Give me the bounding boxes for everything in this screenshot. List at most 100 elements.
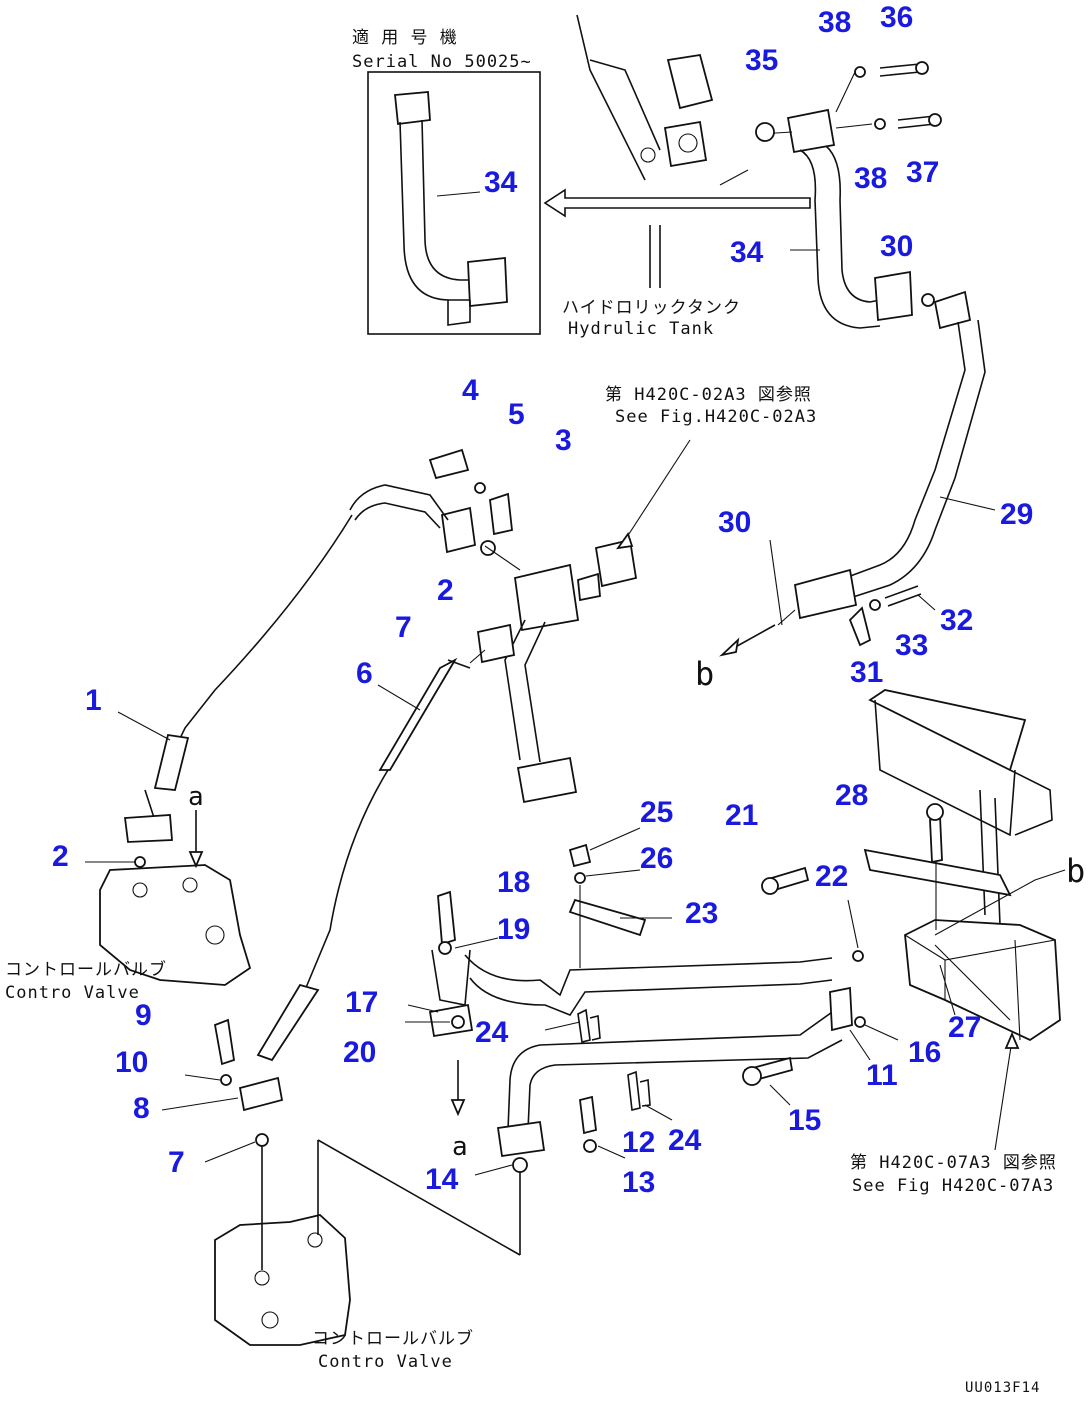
callout-32: 32 xyxy=(940,604,973,637)
clamp-24-lower xyxy=(627,1070,651,1111)
tank-port xyxy=(663,120,708,168)
leader-7-upper xyxy=(469,649,486,664)
block-pipe-inner xyxy=(524,621,546,763)
oring-14 xyxy=(512,1157,528,1173)
bolt-37-head xyxy=(928,113,942,127)
leader-15 xyxy=(769,1084,791,1106)
valve-2-port-a xyxy=(254,1270,270,1286)
arrowhead-ref2 xyxy=(1004,1031,1020,1049)
bolt-18 xyxy=(437,890,456,946)
flange-2-upper xyxy=(441,506,476,554)
block-neck xyxy=(577,572,601,602)
leader-24-lower xyxy=(644,1104,673,1121)
hose-29-fitting xyxy=(793,568,858,620)
bracket-end xyxy=(1009,769,1053,836)
hose-6-body xyxy=(304,769,389,991)
valve1-jp-label: コントロールバルブ xyxy=(5,959,167,980)
callout-37: 37 xyxy=(906,156,939,189)
inset-flange-top xyxy=(394,91,431,126)
bolt-21-head xyxy=(761,877,779,895)
callout-29: 29 xyxy=(1000,498,1033,531)
callout-20: 20 xyxy=(343,1036,376,1069)
flange-top-right xyxy=(786,108,836,154)
pipe-34-main xyxy=(755,61,972,330)
valve-2-body xyxy=(214,1214,351,1346)
tank-line xyxy=(719,169,749,186)
callout-34-inset: 34 xyxy=(484,166,518,199)
bracket-side xyxy=(874,699,1016,837)
flange-17 xyxy=(428,1003,474,1038)
callout-2-lower: 2 xyxy=(52,840,69,873)
center-assembly xyxy=(117,439,691,1112)
nut-25 xyxy=(568,843,592,868)
inset-pipe-inner xyxy=(421,119,470,281)
serial-inset xyxy=(367,71,541,335)
tank-edge-2 xyxy=(589,59,661,151)
washer-10 xyxy=(220,1074,232,1086)
pipe-11-top xyxy=(507,1009,836,1131)
clamp-8 xyxy=(238,1076,284,1112)
leader-32 xyxy=(917,594,936,611)
callout-26: 26 xyxy=(640,842,673,875)
plate-27 xyxy=(863,848,1012,897)
oring-20 xyxy=(451,1015,465,1029)
flange-11-top xyxy=(829,986,853,1032)
leader-30-lower xyxy=(777,609,796,626)
callout-33: 33 xyxy=(895,629,928,662)
callout-16: 16 xyxy=(908,1036,941,1069)
callout-15: 15 xyxy=(788,1104,821,1137)
bolt-9 xyxy=(213,1018,236,1066)
washer-38a xyxy=(854,66,866,78)
ref1-en-label: See Fig.H420C-02A3 xyxy=(615,407,817,427)
callout-14: 14 xyxy=(425,1163,459,1196)
leader-ref1 xyxy=(624,439,691,541)
tank-bolt xyxy=(640,147,656,163)
hose-1-flange xyxy=(123,814,173,843)
valve-1-body xyxy=(99,864,252,986)
hose-1-top xyxy=(349,484,449,521)
leader-30-lower-b xyxy=(769,539,783,626)
ref2-jp-label: 第 H420C-07A3 図参照 xyxy=(850,1153,1057,1173)
callout-30-upper: 30 xyxy=(880,230,913,263)
bolt-4 xyxy=(428,448,470,480)
callout-12: 12 xyxy=(622,1126,655,1159)
valve-1-port-b xyxy=(182,877,198,893)
callout-23: 23 xyxy=(685,897,718,930)
leader-2-upper xyxy=(484,545,521,571)
leader-27 xyxy=(939,964,956,1016)
block-flange-bottom xyxy=(516,756,578,804)
leader-17 xyxy=(407,1004,439,1013)
leader-29 xyxy=(939,496,996,511)
oring-7-lower xyxy=(255,1133,269,1147)
callout-7-lower: 7 xyxy=(168,1146,185,1179)
leader-ref2 xyxy=(994,1039,1013,1151)
bracket-top xyxy=(868,689,1027,772)
block-end xyxy=(594,538,638,588)
callout-13: 13 xyxy=(622,1166,655,1199)
valve-1-port-a xyxy=(132,882,148,898)
hose-6-sleeve-bottom xyxy=(256,983,320,1062)
arrowhead-ref1 xyxy=(616,532,634,550)
flange-lower xyxy=(874,270,913,322)
valve-2-port-c xyxy=(261,1311,279,1329)
callout-22: 22 xyxy=(815,860,848,893)
leader-25 xyxy=(589,827,641,851)
block-flange-side xyxy=(476,623,516,664)
arrowhead-b xyxy=(719,637,740,657)
bolt-28-head xyxy=(926,803,944,821)
valve-2-port-b xyxy=(307,1232,323,1248)
hose-29 xyxy=(719,319,996,657)
leader-13 xyxy=(597,1145,626,1159)
bracket-leg-a xyxy=(979,789,986,916)
arrowhead-a-top xyxy=(188,851,204,869)
hose-1-body xyxy=(159,514,353,781)
inset-pipe-outer xyxy=(399,121,470,301)
callout-38-lower: 38 xyxy=(854,162,887,195)
inset-frame xyxy=(367,71,541,335)
washer-33 xyxy=(869,599,881,611)
leader-26 xyxy=(585,869,641,877)
callout-2-upper: 2 xyxy=(437,574,454,607)
callout-1: 1 xyxy=(85,684,102,717)
